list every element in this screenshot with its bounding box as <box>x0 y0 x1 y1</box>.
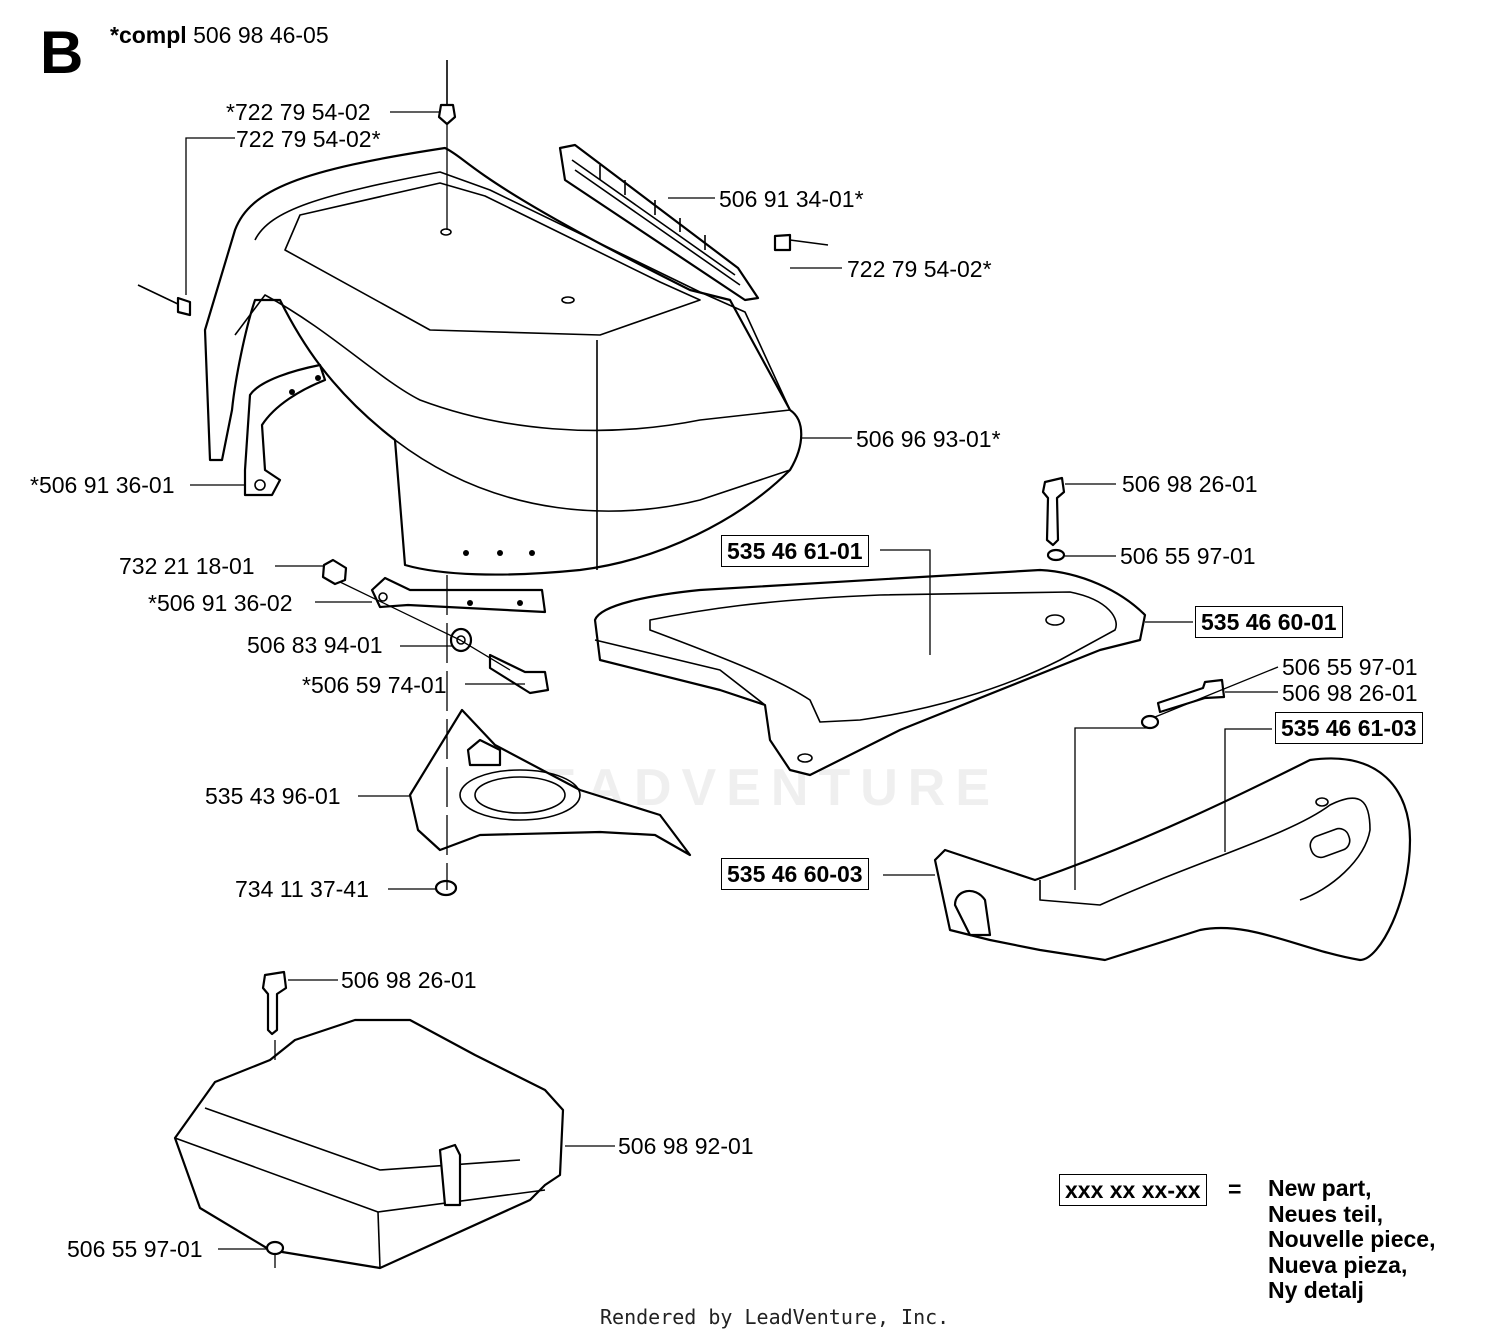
label-screw-bottom: 506 98 26-01 <box>341 967 477 993</box>
label-cup-holder: 535 43 96-01 <box>205 783 341 809</box>
label-screw-top-right: 506 98 26-01 <box>1122 471 1258 497</box>
label-bracket-lower: *506 91 36-02 <box>148 590 293 616</box>
label-panel-right-b: 535 46 60-01 <box>1195 606 1343 638</box>
bracket-left-part <box>243 363 327 497</box>
label-washer-bottom: 506 55 97-01 <box>67 1236 203 1262</box>
label-washer-mid-right: 506 55 97-01 <box>1282 654 1418 680</box>
label-grille: 506 91 34-01* <box>719 186 864 212</box>
lower-hardware <box>321 558 550 695</box>
label-bolt: *506 59 74-01 <box>302 672 447 698</box>
hood-part <box>203 146 803 576</box>
legend-line: Nouvelle piece, <box>1268 1226 1436 1252</box>
compl-number: 506 98 46-05 <box>193 22 329 48</box>
label-bracket-left: *506 91 36-01 <box>30 472 175 498</box>
label-panel-right-d: 535 46 60-03 <box>721 858 869 890</box>
legend-meanings: New part, Neues teil, Nouvelle piece, Nu… <box>1268 1175 1436 1304</box>
leader-lines <box>185 111 1279 1268</box>
panel-right-upper-part <box>593 568 1147 777</box>
label-cover-bottom: 506 98 92-01 <box>618 1133 754 1159</box>
legend-line: New part, <box>1268 1175 1372 1201</box>
label-rivet-top-a: *722 79 54-02 <box>226 99 371 125</box>
label-nut: 732 21 18-01 <box>119 553 255 579</box>
label-washer-top-right: 506 55 97-01 <box>1120 543 1256 569</box>
cup-holder-part <box>408 708 692 897</box>
label-screw-mid-right: 506 98 26-01 <box>1282 680 1418 706</box>
label-washer: 506 83 94-01 <box>247 632 383 658</box>
panel-right-lower-part <box>933 757 1412 962</box>
label-washer-small: 734 11 37-41 <box>235 876 369 902</box>
label-panel-right-c: 535 46 61-03 <box>1275 712 1423 744</box>
label-rivet-top-b: 722 79 54-02* <box>236 126 381 152</box>
legend-equals: = <box>1228 1176 1242 1202</box>
compl-prefix: *compl <box>110 22 187 48</box>
legend-line: Nueva pieza, <box>1268 1251 1408 1278</box>
legend-line: Ny detalj <box>1268 1277 1364 1303</box>
screws-right <box>1041 476 1226 730</box>
compl-heading: *compl 506 98 46-05 <box>110 22 329 49</box>
section-letter: B <box>40 19 84 86</box>
legend-pattern: xxx xx xx-xx <box>1059 1174 1207 1206</box>
grille-part <box>558 143 760 302</box>
label-rivet-right: 722 79 54-02* <box>847 256 992 282</box>
legend-line: Neues teil, <box>1268 1200 1384 1227</box>
footer-credit: Rendered by LeadVenture, Inc. <box>600 1305 950 1329</box>
label-hood: 506 96 93-01* <box>856 426 1001 452</box>
label-panel-right-a: 535 46 61-01 <box>721 535 869 567</box>
rivets <box>137 60 829 317</box>
bottom-cover-part <box>173 970 565 1270</box>
